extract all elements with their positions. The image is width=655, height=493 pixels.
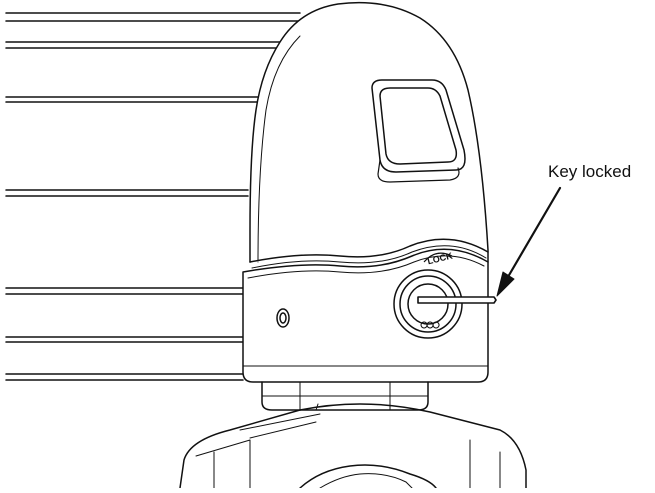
callout-arrow bbox=[496, 186, 562, 297]
rail-slats bbox=[5, 12, 301, 381]
dome-housing bbox=[249, 1, 489, 269]
lock-cylinder bbox=[393, 269, 463, 339]
collar bbox=[261, 381, 429, 411]
mount-bracket bbox=[179, 403, 527, 488]
callout-label: Key locked bbox=[548, 162, 632, 181]
key-in-lock bbox=[417, 296, 497, 304]
sensor-window bbox=[371, 79, 466, 183]
